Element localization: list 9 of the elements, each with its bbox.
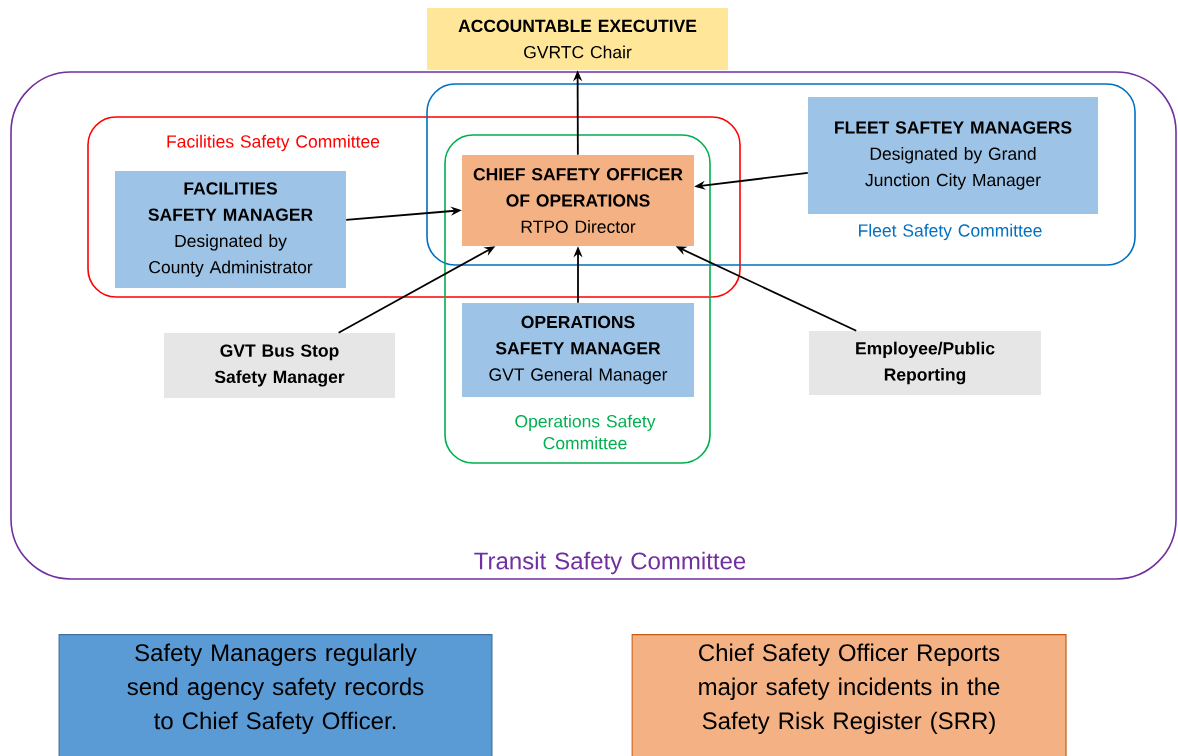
role-box: CHIEF SAFETY OFFICER OF OPERATIONS RTPO Director	[462, 155, 694, 246]
note-box: Chief Safety Officer Reports major safety incidents in the Safety Risk Register (SRR)	[631, 634, 1067, 756]
role-box: OPERATIONS SAFETY MANAGER GVT General Manager	[462, 303, 694, 397]
role-box: ACCOUNTABLE EXECUTIVE GVRTC Chair	[427, 8, 728, 70]
note-box: Safety Managers regularly send agency safety records to Chief Safety Officer.	[58, 634, 493, 756]
role-box: Employee/Public Reporting	[809, 331, 1041, 395]
role-box: GVT Bus Stop Safety Manager	[164, 333, 395, 398]
role-box: FLEET SAFTEY MANAGERS Designated by Grand Junction City Manager	[808, 97, 1098, 214]
role-box: FACILITIES SAFETY MANAGER Designated by County Administrator	[115, 171, 346, 288]
